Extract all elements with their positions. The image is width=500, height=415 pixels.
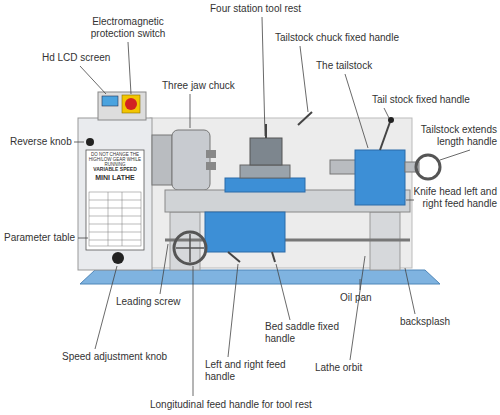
part-label: Oil pan	[340, 292, 390, 304]
part-label: Longitudinal feed handle for tool rest	[150, 399, 380, 411]
tailstock	[355, 150, 405, 205]
part-label: Three jaw chuck	[162, 80, 252, 92]
chuck-jaw	[206, 150, 216, 158]
lcd-screen	[102, 96, 118, 106]
part-label: Parameter table	[4, 232, 78, 244]
tailstock-quill	[330, 160, 358, 174]
part-label: Electromagnetic protection switch	[82, 16, 174, 40]
part-label: Four station tool rest	[210, 3, 320, 15]
tailstock-lever	[380, 122, 390, 150]
reverse-knob	[86, 138, 94, 146]
panel-text: VARIABLE SPEED	[87, 166, 143, 172]
tailstock-handwheel	[416, 155, 440, 179]
saddle	[225, 178, 305, 192]
part-label: Leading screw	[116, 296, 188, 308]
feed-lever	[228, 252, 240, 262]
front-panel	[86, 150, 144, 250]
panel-text: MINI LATHE	[87, 174, 143, 182]
part-label: Tail stock fixed handle	[372, 94, 496, 106]
headstock	[78, 118, 152, 270]
part-label: Hd LCD screen	[42, 52, 122, 64]
part-label: backsplash	[400, 316, 480, 328]
part-label: The tailstock	[316, 60, 396, 72]
chuck-jaw	[206, 162, 216, 170]
apron	[205, 212, 285, 252]
part-label: Left and right feed handle	[205, 359, 297, 383]
stop-button	[125, 98, 137, 110]
tool-post	[250, 138, 282, 165]
leader-lines	[74, 17, 470, 396]
part-label: Speed adjustment knob	[62, 351, 190, 363]
three-jaw-chuck	[172, 130, 210, 190]
spindle	[152, 135, 172, 185]
part-label: Tailstock chuck fixed handle	[275, 32, 420, 44]
part-label: Reverse knob	[10, 136, 74, 148]
panel-text: DO NOT CHANGE THE HIGH/LOW GEAR WHILE RU…	[87, 152, 143, 167]
part-label: Tailstock extends length handle	[410, 124, 497, 148]
lever	[298, 112, 312, 125]
handwheel	[174, 232, 206, 264]
part-label: Knife head left and right feed handle	[410, 186, 497, 210]
speed-knob	[112, 252, 124, 264]
parameter-table-rows	[89, 192, 141, 246]
control-box	[98, 92, 146, 120]
saddle-lock	[272, 252, 275, 262]
part-label: Lathe orbit	[315, 362, 395, 374]
cross-slide	[240, 165, 290, 178]
part-label: Bed saddle fixed handle	[265, 321, 357, 345]
protection-switch	[122, 95, 140, 113]
oil-pan	[80, 270, 440, 284]
